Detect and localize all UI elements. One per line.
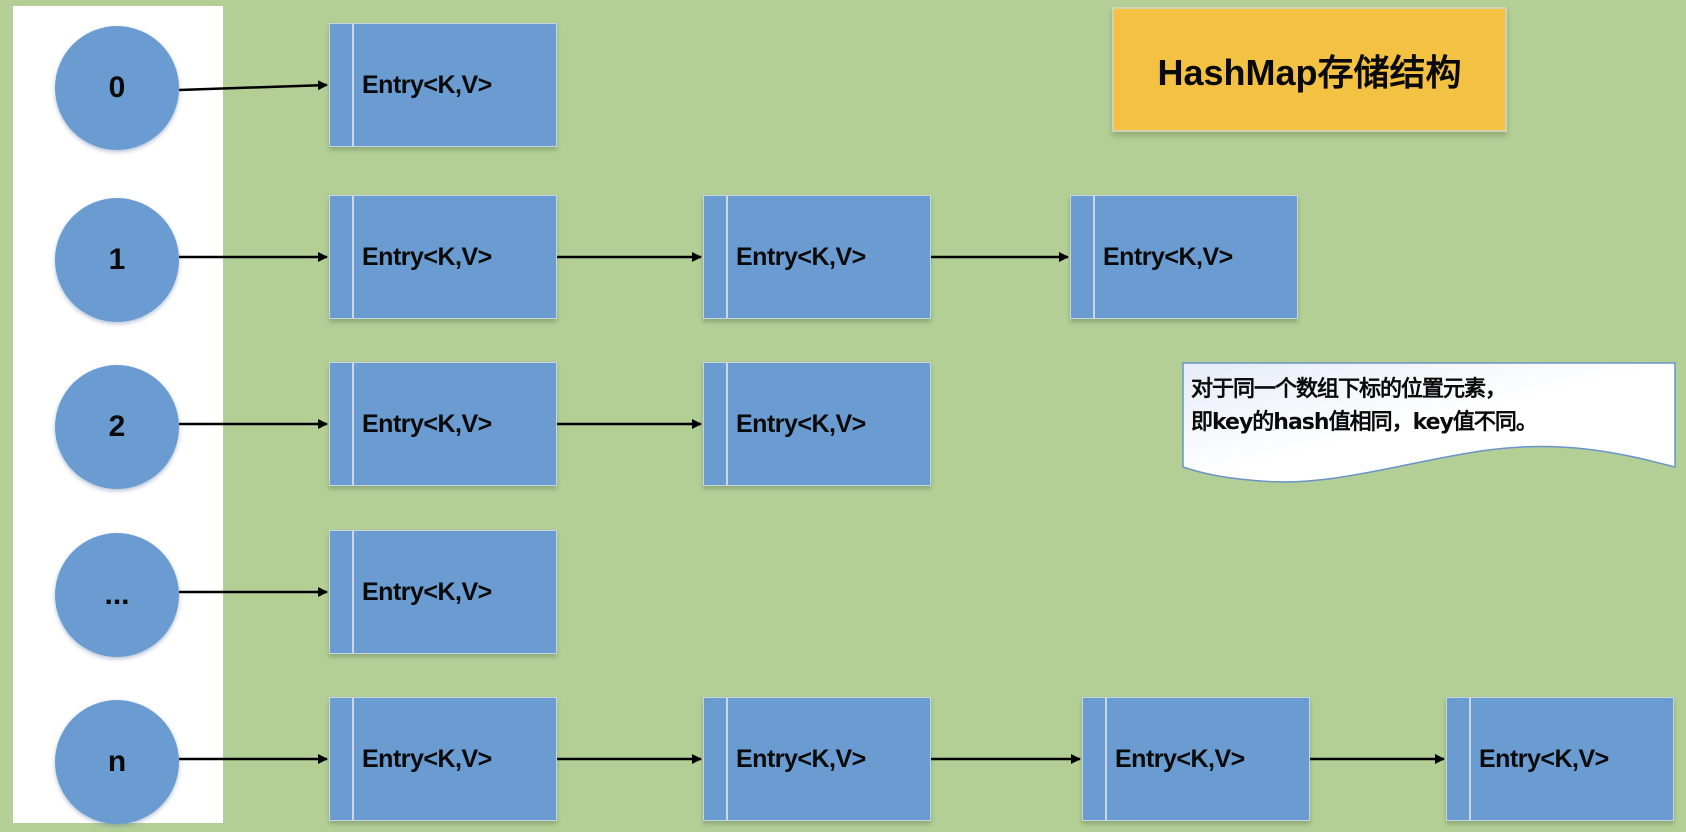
entry-next-pointer-slot <box>726 196 728 318</box>
entry-next-pointer-slot <box>352 363 354 485</box>
bucket-index-label: ... <box>104 578 130 611</box>
bucket-index-label: n <box>107 745 127 778</box>
bucket-node: 1 <box>55 198 179 322</box>
bucket-node: n <box>55 700 179 824</box>
entry-node: Entry<K,V> <box>703 697 931 821</box>
entry-next-pointer-slot <box>726 363 728 485</box>
note-line-2: 即key的hash值相同，key值不同。 <box>1191 410 1538 435</box>
entry-node: Entry<K,V> <box>1070 195 1298 319</box>
entry-node: Entry<K,V> <box>329 697 557 821</box>
bucket-node: ... <box>55 533 179 657</box>
entry-node: Entry<K,V> <box>329 362 557 486</box>
entry-label: Entry<K,V> <box>1115 744 1245 773</box>
entry-node: Entry<K,V> <box>329 23 557 147</box>
entry-label: Entry<K,V> <box>736 744 866 773</box>
entry-label: Entry<K,V> <box>736 242 866 271</box>
note-text: 对于同一个数组下标的位置元素， 即key的hash值相同，key值不同。 <box>1191 373 1538 439</box>
entry-next-pointer-slot <box>1093 196 1095 318</box>
note-shape <box>1182 362 1676 483</box>
note-line-1: 对于同一个数组下标的位置元素， <box>1191 377 1507 402</box>
entry-label: Entry<K,V> <box>362 744 492 773</box>
entry-label: Entry<K,V> <box>362 70 492 99</box>
bucket-index-label: 2 <box>108 410 126 443</box>
entry-label: Entry<K,V> <box>362 577 492 606</box>
entry-next-pointer-slot <box>1469 698 1471 820</box>
entry-next-pointer-slot <box>352 531 354 653</box>
bucket-node: 0 <box>55 26 179 150</box>
entry-label: Entry<K,V> <box>736 409 866 438</box>
diagram-title: HashMap存储结构 <box>1112 7 1507 132</box>
bucket-index-label: 0 <box>108 71 126 104</box>
entry-label: Entry<K,V> <box>362 242 492 271</box>
entry-next-pointer-slot <box>352 24 354 146</box>
entry-node: Entry<K,V> <box>1446 697 1674 821</box>
entry-node: Entry<K,V> <box>703 195 931 319</box>
entry-next-pointer-slot <box>726 698 728 820</box>
entry-node: Entry<K,V> <box>703 362 931 486</box>
bucket-node: 2 <box>55 365 179 489</box>
note-callout: 对于同一个数组下标的位置元素， 即key的hash值相同，key值不同。 <box>1181 361 1677 489</box>
entry-node: Entry<K,V> <box>329 195 557 319</box>
entry-next-pointer-slot <box>352 196 354 318</box>
bucket-to-entry-arrow <box>178 80 328 92</box>
entry-label: Entry<K,V> <box>362 409 492 438</box>
entry-node: Entry<K,V> <box>1082 697 1310 821</box>
bucket-index-label: 1 <box>108 243 126 276</box>
entry-node: Entry<K,V> <box>329 530 557 654</box>
entry-next-pointer-slot <box>352 698 354 820</box>
entry-label: Entry<K,V> <box>1479 744 1609 773</box>
entry-label: Entry<K,V> <box>1103 242 1233 271</box>
entry-next-pointer-slot <box>1105 698 1107 820</box>
